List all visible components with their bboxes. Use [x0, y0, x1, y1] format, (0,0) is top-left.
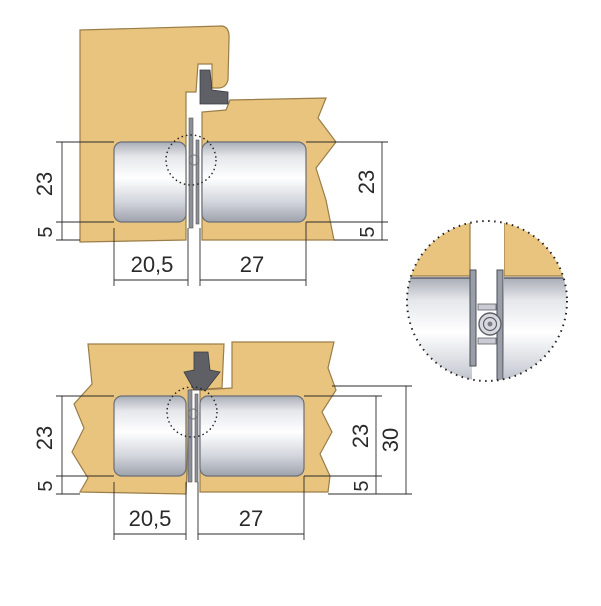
- magnifier-circle-detail-icon: [406, 220, 568, 382]
- bottom-detail-marker: [166, 386, 218, 438]
- top-seal-profile: [199, 69, 229, 105]
- bottom-dim-total-right: 30: [378, 428, 403, 452]
- top-dimension-lines: [56, 141, 388, 286]
- bottom-seal-profile: [183, 351, 221, 391]
- top-dim-gap-right: 5: [357, 226, 379, 237]
- top-left-hinge-cylinder: [113, 141, 187, 223]
- top-assembly: 23 5 23 5 20,5 27: [32, 25, 388, 286]
- top-hinge-leaf: [188, 117, 194, 229]
- top-dim-gap-left: 5: [35, 226, 57, 237]
- bottom-hinge-leaf: [187, 389, 193, 483]
- top-dim-height-right: 23: [354, 170, 379, 194]
- bottom-hinge-leaf-2: [194, 393, 199, 483]
- top-dim-width-right: 27: [240, 252, 264, 277]
- bottom-dimension-lines: [56, 385, 412, 540]
- top-hinge-leaf-2: [195, 139, 200, 225]
- bottom-dim-width-right: 27: [239, 506, 263, 531]
- bottom-assembly: 23 5 23 5 30 20,5 27: [32, 341, 412, 540]
- bottom-dim-gap-right: 5: [351, 480, 373, 491]
- top-pin-center: [188, 154, 200, 166]
- top-dim-height-left: 23: [32, 172, 57, 196]
- bottom-dim-width-left: 20,5: [129, 506, 172, 531]
- bottom-dim-gap-left: 5: [35, 480, 57, 491]
- top-right-hinge-cylinder: [201, 141, 307, 223]
- bottom-pin-center: [187, 408, 199, 420]
- magnified-detail: [406, 220, 568, 382]
- magnified-detail-content: [407, 221, 567, 381]
- bottom-dim-height-left: 23: [32, 426, 57, 450]
- top-dim-width-left: 20,5: [131, 252, 174, 277]
- top-detail-marker: [165, 134, 217, 186]
- bottom-right-hinge-cylinder: [199, 395, 305, 477]
- bottom-dim-height-right: 23: [348, 424, 373, 448]
- bottom-left-hinge-cylinder: [113, 395, 187, 477]
